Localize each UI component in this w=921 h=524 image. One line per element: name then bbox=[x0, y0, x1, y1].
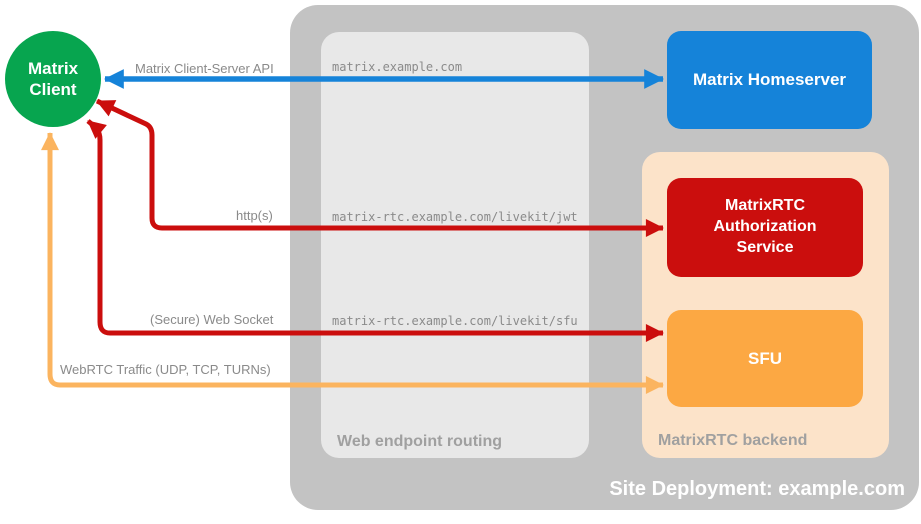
homeserver-endpoint-url: matrix.example.com bbox=[332, 60, 463, 74]
webrtc-traffic-edge-label: WebRTC Traffic (UDP, TCP, TURNs) bbox=[60, 362, 271, 377]
site-deployment-caption: Site Deployment: example.com bbox=[609, 478, 905, 500]
matrix-homeserver-node: Matrix Homeserver bbox=[667, 31, 872, 129]
matrix-homeserver-label: Matrix Homeserver bbox=[692, 70, 847, 89]
sfu-endpoint-url: matrix-rtc.example.com/livekit/sfu bbox=[332, 314, 578, 328]
matrixrtc-authorization-service-node: MatrixRTC Authorization Service bbox=[667, 178, 863, 277]
jwt-endpoint-url: matrix-rtc.example.com/livekit/jwt bbox=[332, 210, 578, 224]
sfu-node: SFU bbox=[667, 310, 863, 407]
matrix-client-label: Matrix Client bbox=[27, 58, 79, 99]
web-socket-edge-label: (Secure) Web Socket bbox=[150, 312, 274, 327]
https-edge-label: http(s) bbox=[236, 208, 273, 223]
web-endpoint-routing-caption: Web endpoint routing bbox=[337, 433, 503, 450]
matrix-client-node: Matrix Client bbox=[5, 31, 101, 127]
client-server-api-edge-label: Matrix Client-Server API bbox=[135, 61, 274, 76]
sfu-label: SFU bbox=[748, 348, 782, 368]
web-endpoint-routing-container bbox=[321, 32, 589, 458]
matrixrtc-authorization-service-label: MatrixRTC Authorization Service bbox=[713, 197, 817, 256]
matrixrtc-backend-caption: MatrixRTC backend bbox=[658, 432, 808, 449]
